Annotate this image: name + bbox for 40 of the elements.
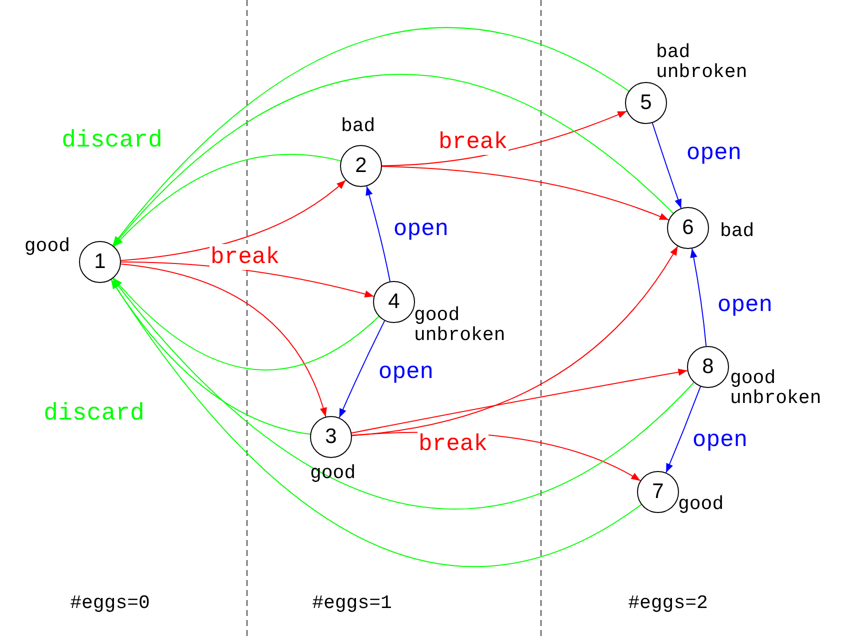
edge-label: break (438, 129, 508, 155)
column-label: #eggs=1 (312, 592, 392, 614)
state-circle: 3 (310, 416, 352, 458)
arrow (351, 368, 688, 434)
arrow (120, 180, 346, 261)
arrow (110, 279, 311, 435)
column-label: #eggs=2 (628, 592, 708, 614)
state-circle: 1 (79, 241, 121, 283)
arrow (690, 248, 707, 347)
arrow (366, 186, 390, 282)
state-label: bad (341, 116, 376, 136)
edge-label: break (210, 244, 280, 270)
state-circle: 4 (373, 281, 415, 323)
action-label: discard (62, 128, 162, 154)
arrow (113, 278, 380, 370)
arrow (352, 246, 678, 436)
action-label: discard (44, 400, 144, 428)
state-label: good unbroken (414, 305, 506, 345)
arrow (666, 386, 701, 474)
state-circle: 2 (340, 145, 382, 187)
state-label: good (23, 236, 70, 256)
arrow (112, 74, 674, 246)
arrow (112, 278, 694, 510)
arrow (112, 27, 630, 246)
column-label: #eggs=0 (70, 592, 150, 614)
arrow (120, 264, 326, 418)
state-circle: 7 (637, 471, 679, 513)
state-circle: 5 (625, 82, 667, 124)
state-label: bad unbroken (656, 42, 748, 82)
arrow (652, 122, 682, 209)
arrow (110, 279, 642, 567)
arrow (114, 154, 342, 247)
arrow (382, 166, 670, 220)
state-circle: 8 (687, 346, 729, 388)
state-label: bad (720, 221, 754, 241)
state-label: good (678, 494, 724, 514)
state-circle: 6 (667, 207, 709, 249)
arrow (338, 320, 386, 418)
arrow (382, 110, 628, 166)
state-label: good unbroken (730, 368, 822, 408)
